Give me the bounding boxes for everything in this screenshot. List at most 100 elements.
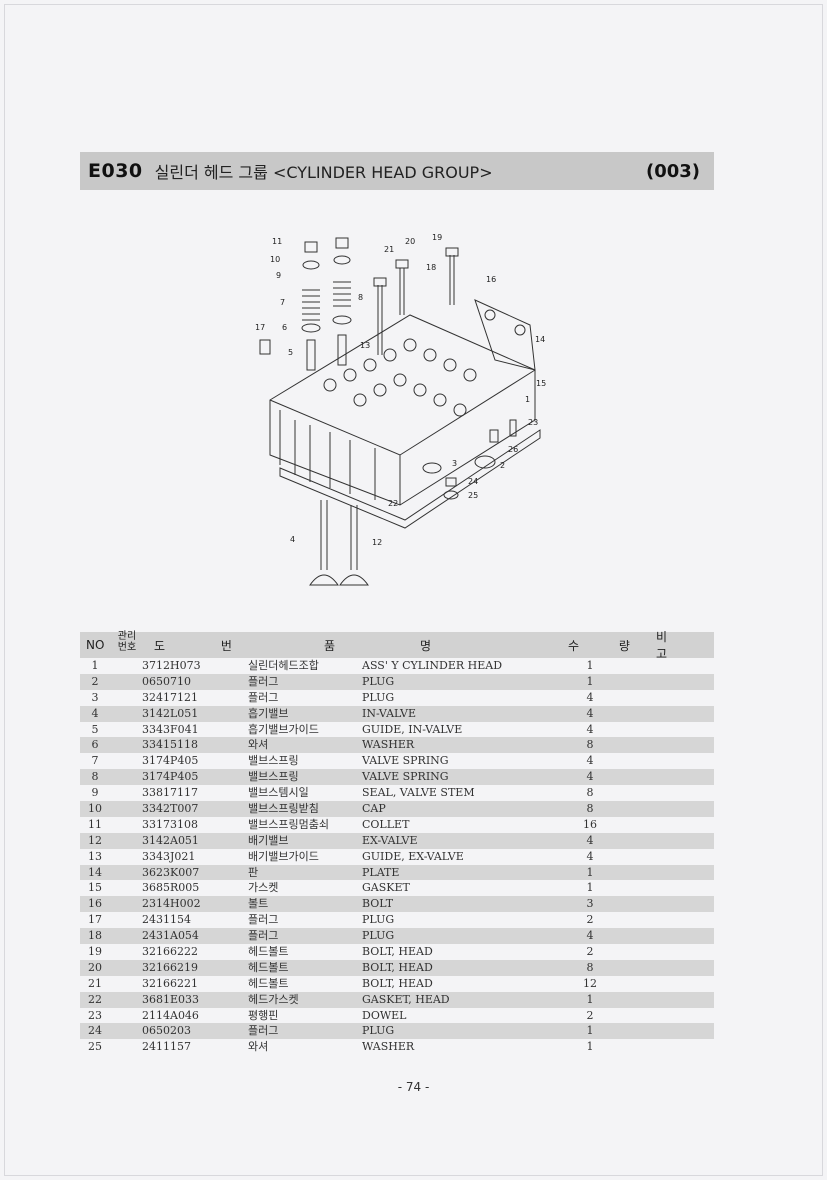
row-quantity: 8 [586, 738, 594, 752]
row-quantity: 4 [586, 849, 594, 863]
diagram-callouts: 1 2 3 4 5 6 7 8 9 10 11 12 13 14 15 16 1… [255, 233, 546, 547]
row-drawing-no: 2114A046 [142, 1008, 199, 1022]
row-quantity: 4 [586, 770, 594, 784]
callout-8: 8 [358, 293, 363, 302]
row-name-english: COLLET [362, 817, 410, 831]
section-title: 실린더 헤드 그룹 <CYLINDER HEAD GROUP> [154, 163, 493, 182]
row-name-korean: 플러그 [248, 913, 279, 927]
callout-9: 9 [276, 271, 281, 280]
row-name-english: GUIDE, IN-VALVE [362, 722, 463, 736]
col-part-name-2: 명 [420, 638, 432, 653]
side-plate-outline [474, 299, 536, 371]
callout-20: 20 [405, 237, 415, 246]
row-name-english: PLATE [362, 865, 400, 879]
row-no: 25 [88, 1040, 102, 1054]
col-drawing-no: 도 번 [154, 638, 258, 653]
row-name-korean: 배기밸브가이드 [248, 849, 319, 863]
row-drawing-no: 33817117 [142, 786, 198, 800]
row-no: 21 [88, 976, 102, 990]
row-name-english: SEAL, VALVE STEM [362, 786, 475, 800]
callout-18: 18 [426, 263, 436, 272]
section-header: E030 실린더 헤드 그룹 <CYLINDER HEAD GROUP> (00… [80, 152, 714, 190]
row-quantity: 1 [586, 865, 594, 879]
callout-25: 25 [468, 491, 478, 500]
table-header: NO 관리 번호 도 번 품 명 수 량 비 고 [80, 630, 714, 661]
row-no: 14 [88, 865, 102, 879]
row-drawing-no: 2411157 [142, 1040, 191, 1054]
row-name-korean: 와셔 [248, 738, 269, 752]
row-name-english: BOLT, HEAD [362, 960, 433, 974]
row-no: 20 [88, 960, 102, 974]
row-name-english: PLUG [362, 913, 395, 927]
row-name-korean: 헤드가스켓 [248, 992, 299, 1006]
table-row: 17 2431154 플러그 PLUG 2 [80, 912, 714, 928]
col-quantity: 수 량 [568, 638, 648, 653]
row-quantity: 2 [586, 913, 594, 927]
callout-12: 12 [372, 538, 382, 547]
row-name-korean: 와셔 [248, 1040, 269, 1054]
row-no: 10 [88, 802, 102, 816]
callout-7: 7 [280, 298, 285, 307]
row-no: 7 [91, 754, 99, 768]
row-quantity: 12 [583, 976, 597, 990]
row-name-korean: 흡기밸브가이드 [248, 722, 319, 736]
row-name-english: GASKET [362, 881, 410, 895]
row-quantity: 1 [586, 992, 594, 1006]
row-name-korean: 헤드볼트 [248, 976, 289, 990]
callout-1: 1 [525, 395, 530, 404]
row-drawing-no: 3343F041 [142, 722, 199, 736]
row-name-english: GASKET, HEAD [362, 992, 450, 1006]
row-no: 15 [88, 881, 102, 895]
callout-11: 11 [272, 237, 282, 246]
row-no: 22 [88, 992, 102, 1006]
row-name-english: GUIDE, EX-VALVE [362, 849, 464, 863]
row-quantity: 1 [586, 881, 594, 895]
row-drawing-no: 2431154 [142, 913, 191, 927]
row-quantity: 1 [586, 1024, 594, 1038]
row-quantity: 16 [583, 817, 597, 831]
row-name-korean: 플러그 [248, 929, 279, 943]
row-quantity: 4 [586, 929, 594, 943]
section-code: E030 [88, 160, 143, 182]
row-quantity: 1 [586, 1040, 594, 1054]
row-drawing-no: 33415118 [142, 738, 198, 752]
row-drawing-no: 32166221 [142, 976, 198, 990]
callout-22: 22 [388, 499, 398, 508]
row-no: 23 [88, 1008, 102, 1022]
row-name-korean: 헤드볼트 [248, 960, 289, 974]
row-no: 24 [88, 1024, 102, 1038]
callout-19: 19 [432, 233, 442, 242]
row-drawing-no: 3342T007 [142, 802, 199, 816]
row-quantity: 8 [586, 960, 594, 974]
cylinder-head-outline [269, 314, 536, 506]
row-name-english: PLUG [362, 674, 395, 688]
row-name-korean: 평행핀 [248, 1008, 279, 1022]
row-no: 9 [91, 786, 99, 800]
row-no: 4 [91, 706, 99, 720]
cylinder-head-illustration: 1 2 3 4 5 6 7 8 9 10 11 12 13 14 15 16 1… [255, 233, 546, 586]
row-no: 17 [88, 913, 102, 927]
col-part-name-1: 품 [324, 638, 336, 653]
callout-4: 4 [290, 535, 295, 544]
row-quantity: 4 [586, 690, 594, 704]
row-name-english: ASS' Y CYLINDER HEAD [362, 659, 503, 672]
row-name-korean: 배기밸브 [248, 833, 289, 847]
callout-3: 3 [452, 459, 457, 468]
row-name-english: WASHER [362, 1040, 415, 1054]
callout-2: 2 [500, 461, 505, 470]
callout-24: 24 [468, 477, 478, 486]
row-quantity: 1 [586, 674, 594, 688]
exploded-view-diagram: 1 2 3 4 5 6 7 8 9 10 11 12 13 14 15 16 1… [250, 220, 560, 600]
callout-10: 10 [270, 255, 280, 264]
row-no: 18 [88, 929, 102, 943]
